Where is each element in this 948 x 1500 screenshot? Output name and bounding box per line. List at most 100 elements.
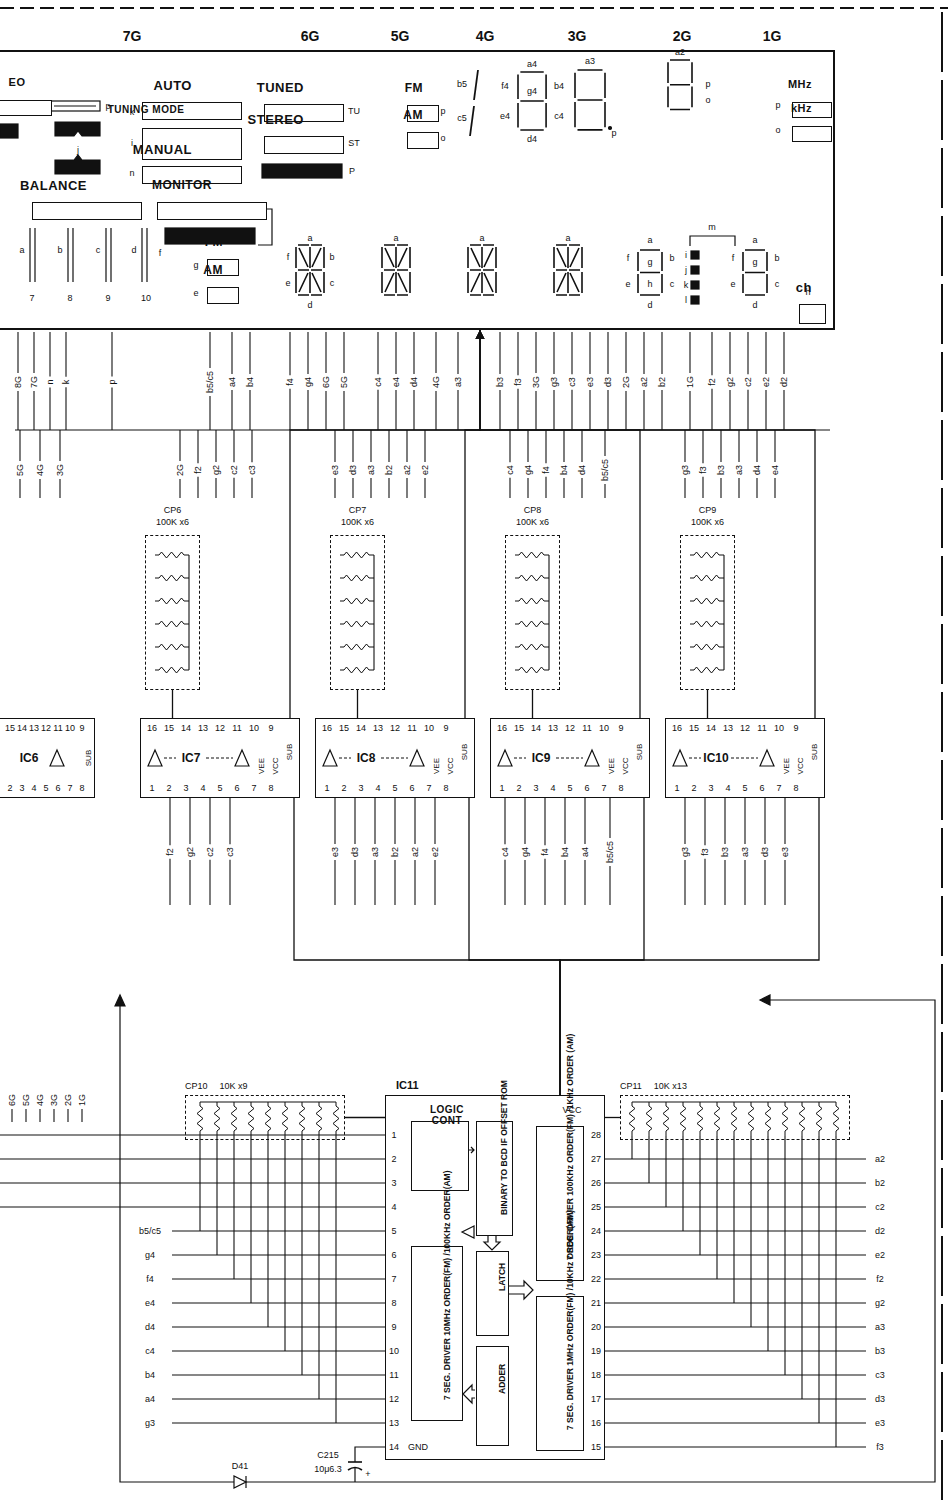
pin-name: VCC <box>562 1106 581 1115</box>
resistor-rail <box>373 555 374 670</box>
leader-wire <box>67 1109 68 1122</box>
wire-label: f2 <box>166 848 175 856</box>
resistor-symbol <box>680 1102 686 1136</box>
pin-wire <box>605 1158 866 1159</box>
segment-label: b <box>669 254 674 263</box>
leader-wire <box>711 389 712 430</box>
grid-label: 2G <box>673 28 692 44</box>
leader-wire <box>215 430 216 462</box>
pin-number: 16 <box>672 724 682 733</box>
leader-wire <box>738 478 739 498</box>
leader-wire <box>209 860 210 905</box>
connector <box>560 798 644 1095</box>
leader-wire <box>584 798 585 844</box>
leader-wire <box>571 390 572 430</box>
leader-wire <box>334 860 335 905</box>
resistor-symbol <box>214 1102 220 1136</box>
wire-label: b3 <box>496 377 505 387</box>
leader-wire <box>774 430 775 462</box>
segment-label: o <box>705 96 710 105</box>
pin-number: 10 <box>774 724 784 733</box>
leader-wire <box>434 798 435 844</box>
leader-wire <box>765 332 766 374</box>
pin-number: 2 <box>341 784 346 793</box>
wire-label: 3G <box>56 464 65 476</box>
pin-number: 2 <box>691 784 696 793</box>
indicator-box: AM <box>207 287 239 304</box>
resistor-rail <box>723 555 724 670</box>
connector <box>560 798 819 1095</box>
leader-wire <box>689 332 690 373</box>
pin-number: 1 <box>149 784 154 793</box>
resistor-rail <box>632 1101 836 1102</box>
leader-wire <box>229 798 230 844</box>
leader-wire <box>499 390 500 430</box>
pin-number: 27 <box>591 1155 601 1164</box>
signal-label: a2 <box>875 1155 885 1164</box>
leader-wire <box>251 430 252 462</box>
dashed-outline <box>185 1095 345 1140</box>
signal-label: d4 <box>145 1323 155 1332</box>
pin-number: 12 <box>390 724 400 733</box>
pin-wire <box>605 1374 866 1375</box>
pin-number: 3 <box>708 784 713 793</box>
pin-number: 9 <box>793 724 798 733</box>
leader-wire <box>111 332 112 376</box>
node-text: IC11 <box>396 1079 419 1091</box>
resistor-symbol <box>690 621 724 627</box>
grid-label: 7G <box>123 28 142 44</box>
pin-wire <box>172 1254 385 1255</box>
display-panel: 7G6G5G4G3G2G1GEOAUTOTUNING MODEMANUALBAL… <box>0 50 835 330</box>
pin-number: 3 <box>183 784 188 793</box>
wire-label: d3 <box>604 377 613 387</box>
resistor-symbol <box>333 1102 339 1136</box>
segment-label: a <box>393 234 398 243</box>
pin-number: 15 <box>5 724 15 733</box>
connector <box>476 330 816 718</box>
pin-number: 1 <box>674 784 679 793</box>
resistor-symbol <box>155 552 189 558</box>
pin-number: 4 <box>31 784 36 793</box>
connector <box>290 330 485 718</box>
node-text: LATCH <box>497 1238 507 1315</box>
pin-number: 20 <box>591 1323 601 1332</box>
wire-label: c3 <box>226 847 235 857</box>
wire-label: a3 <box>741 847 750 857</box>
connector <box>345 1117 385 1118</box>
pin-number: 16 <box>497 724 507 733</box>
segment-label: 9 <box>105 294 110 303</box>
leader-wire <box>377 390 378 430</box>
wire-label: 4G <box>432 376 441 388</box>
segment-label: g4 <box>527 87 537 96</box>
leader-wire <box>111 388 112 430</box>
indicator-box: EO <box>0 100 52 116</box>
segment-label: P <box>349 167 355 176</box>
resistor-pack: CP9100K x6 <box>680 505 735 690</box>
segment-label: e <box>285 279 290 288</box>
leader-wire <box>39 1109 40 1122</box>
leader-wire <box>215 478 216 498</box>
wire-label: c4 <box>374 377 383 387</box>
resistor-symbol <box>515 575 549 581</box>
resistor-symbol <box>833 1102 839 1136</box>
leader-wire <box>49 332 50 376</box>
pin-number: 13 <box>29 724 39 733</box>
node-text: CP7 <box>330 505 385 517</box>
leader-wire <box>527 478 528 498</box>
leader-wire <box>209 396 210 430</box>
leader-wire <box>607 390 608 430</box>
pin-number: 10 <box>249 724 259 733</box>
resistor-symbol <box>799 1102 805 1136</box>
pin-number: 10 <box>599 724 609 733</box>
node-text: TUNED <box>257 81 304 95</box>
leader-wire <box>661 390 662 430</box>
pin-name: SUB <box>461 744 469 760</box>
pin-wire <box>172 1302 385 1303</box>
leader-wire <box>625 332 626 373</box>
resistor-pack: CP7100K x6 <box>330 505 385 690</box>
page-border <box>0 8 948 1500</box>
pin-number: 11 <box>53 724 62 733</box>
wire-label: d3 <box>351 847 360 857</box>
leader-wire <box>307 332 308 374</box>
buffer-symbol <box>760 750 774 766</box>
